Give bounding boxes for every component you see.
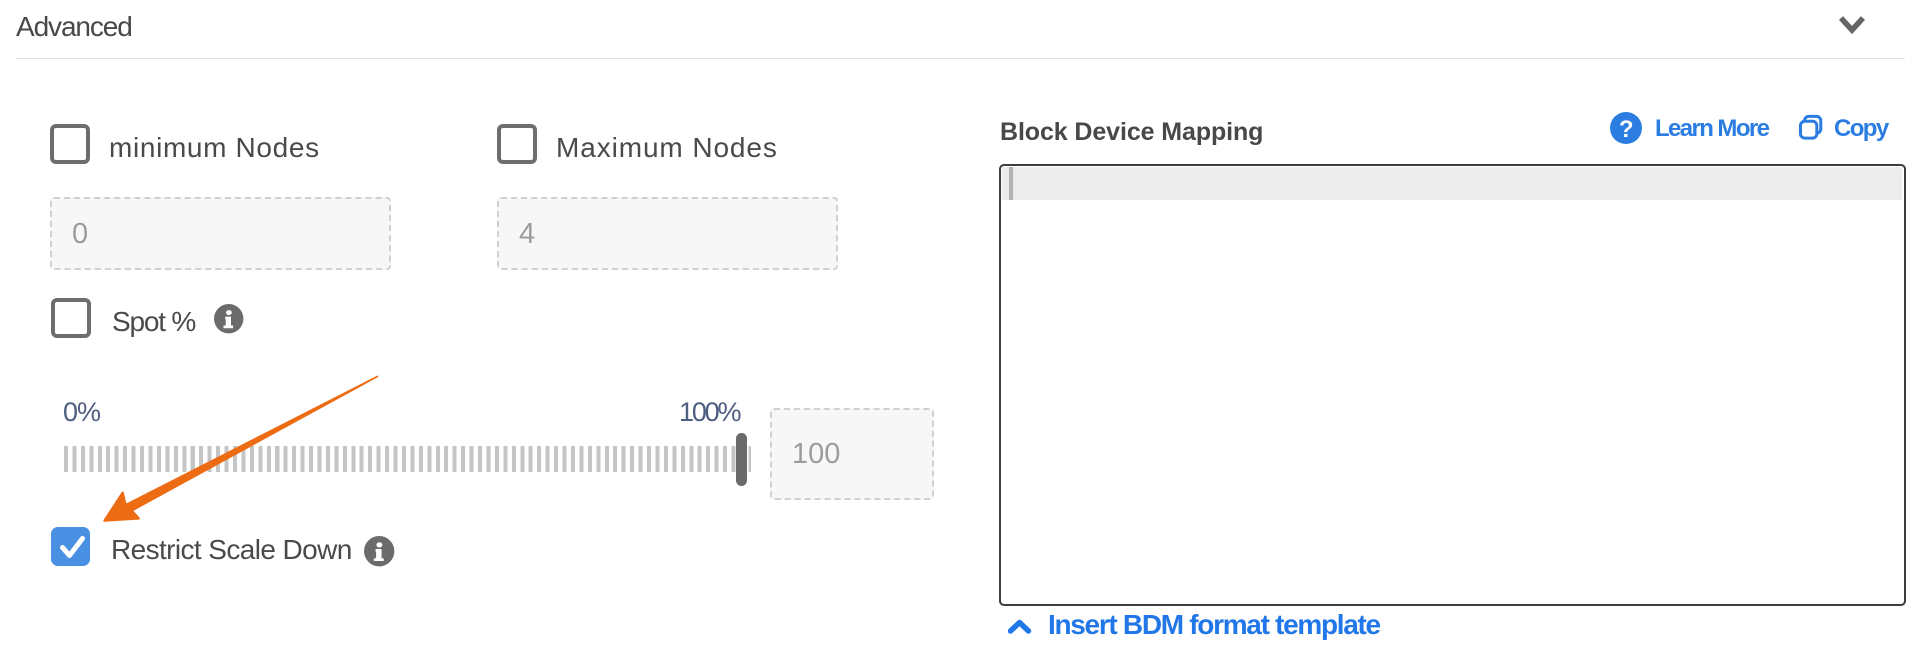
svg-text:?: ? [1619,116,1634,143]
